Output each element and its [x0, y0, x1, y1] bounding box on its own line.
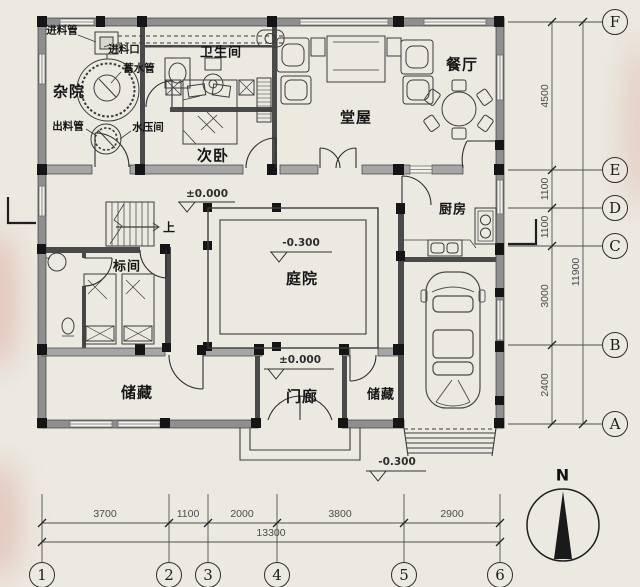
bedroom-furniture [165, 77, 272, 145]
elevation-site: -0.300 [378, 456, 416, 468]
grid-col-3: 3 [195, 562, 221, 587]
dim-bottom-1100: 1100 [176, 508, 200, 520]
dim-bottom-2900: 2900 [440, 508, 464, 520]
grid-row-d: D [602, 195, 628, 221]
porch-steps [239, 428, 361, 461]
room-label-courtyard: 庭院 [285, 269, 319, 288]
room-label-main-hall: 堂屋 [339, 108, 373, 127]
annotation-outlet-pipe: 出料管 [52, 120, 84, 133]
compass-north-label: N [555, 465, 571, 485]
elevation-entry: ±0.000 [185, 188, 229, 200]
elevation-porch: ±0.000 [278, 354, 322, 366]
stairs [105, 201, 160, 247]
sofa-set [276, 35, 434, 105]
annotation-water-pipe: 蓄水管 [123, 62, 155, 75]
dim-right-1100a: 1100 [539, 177, 551, 201]
columns [37, 16, 504, 428]
grid-row-e: E [602, 157, 628, 183]
dim-right-2400: 2400 [539, 373, 551, 397]
room-label-kitchen: 厨房 [438, 202, 468, 218]
dim-bottom-3800: 3800 [328, 508, 352, 520]
room-label-storage-right: 储藏 [366, 387, 396, 403]
grid-col-5: 5 [391, 562, 417, 587]
dining-table [423, 79, 494, 140]
grid-row-b: B [602, 332, 628, 358]
room-label-dining-room: 餐厅 [445, 55, 479, 74]
dim-right-1100b: 1100 [539, 215, 551, 239]
section-cut-marks [6, 197, 538, 246]
dim-right-4500: 4500 [539, 84, 551, 108]
annotation-feed-pipe: 进料管 [46, 24, 78, 37]
grid-col-6: 6 [487, 562, 513, 587]
elevation-courtyard: -0.300 [282, 237, 320, 249]
garage-steps [403, 427, 497, 457]
grid-col-1: 1 [29, 562, 55, 587]
standard-room-furniture [46, 252, 155, 345]
annotation-pressure-room: 水压间 [132, 121, 164, 134]
room-label-storage-left: 储藏 [120, 383, 154, 402]
dim-bottom-2000: 2000 [230, 508, 254, 520]
windows [38, 18, 504, 428]
dim-right-total: 11900 [570, 257, 582, 287]
interior-wall-e-axis [41, 164, 464, 175]
north-compass [526, 488, 600, 562]
dim-bottom-total: 13300 [256, 527, 286, 539]
interior-walls [42, 26, 496, 421]
grid-row-a: A [602, 411, 628, 437]
courtyard-outline [207, 207, 379, 349]
grid-row-c: C [602, 233, 628, 259]
elevation-markers [177, 201, 426, 482]
room-label-standard-room: 标间 [112, 259, 142, 275]
room-label-bathroom: 卫生间 [199, 45, 243, 61]
grid-row-f: F [602, 9, 628, 35]
grid-lines-right [508, 17, 602, 429]
room-label-porch: 门廊 [285, 387, 319, 406]
dim-right-3000: 3000 [539, 284, 551, 308]
room-label-utility-yard: 杂院 [52, 82, 86, 101]
grid-col-4: 4 [264, 562, 290, 587]
annotation-feed-inlet: 进料口 [108, 43, 140, 56]
kitchen-fixtures [404, 207, 497, 257]
doors [83, 80, 497, 421]
room-label-second-bedroom: 次卧 [196, 146, 230, 165]
biogas-digester [76, 31, 284, 155]
compass-needle [554, 491, 572, 559]
annotation-stairs-up: 上 [162, 220, 176, 235]
car [420, 271, 486, 409]
grid-col-2: 2 [156, 562, 182, 587]
dim-bottom-3700: 3700 [93, 508, 117, 520]
grid-lines-bottom [37, 494, 505, 562]
